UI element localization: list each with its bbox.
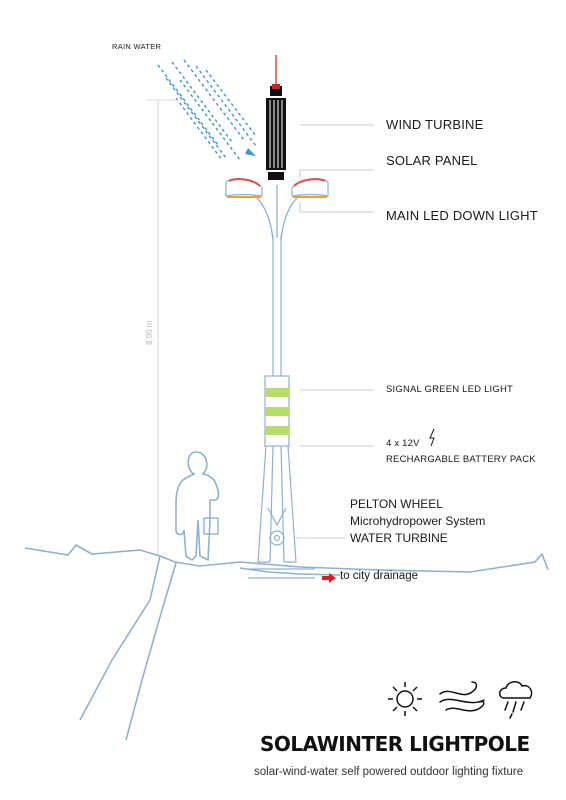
height-label: 8,00 m [145,320,154,345]
wind-icon [439,681,485,712]
height-dimension [146,99,178,555]
drainage-label: to city drainage [340,570,418,582]
pelton-label-line1: PELTON WHEEL [350,497,443,511]
page-title: SOLAWINTER LIGHTPOLE [260,732,530,756]
lamp-head-left [225,178,263,198]
rain-arrow-head [245,148,256,156]
battery-label-line2: RECHARGABLE BATTERY PACK [386,454,536,465]
battery-label-line1: 4 x 12V [386,438,420,449]
ground-terrain [24,543,549,741]
pole-shaft [272,235,282,376]
wind-turbine [266,55,286,180]
signal-led-block [264,375,290,447]
sun-icon [388,682,422,716]
leader-lines [296,124,374,539]
rain-cloud-icon [499,681,533,719]
battery-bolt [429,428,435,447]
solar-panel-label: SOLAR PANEL [386,153,478,168]
wind-turbine-label: WIND TURBINE [386,117,484,132]
lamp-head-right [291,178,329,198]
person-silhouette [175,451,220,562]
drainage-arrow-icon [322,573,336,583]
drainage-pipe [248,568,315,579]
pole-base [257,445,297,563]
rain-water-label: RAIN WATER [112,42,162,51]
signal-led-label: SIGNAL GREEN LED LIGHT [386,384,514,395]
pelton-label-line3: WATER TURBINE [350,531,448,545]
main-led-label: MAIN LED DOWN LIGHT [386,208,538,223]
pelton-label-line2: Microhydropower System [350,514,486,528]
page-subtitle: solar-wind-water self powered outdoor li… [254,766,524,778]
briefcase [203,517,219,535]
rain-streaks [157,59,257,161]
